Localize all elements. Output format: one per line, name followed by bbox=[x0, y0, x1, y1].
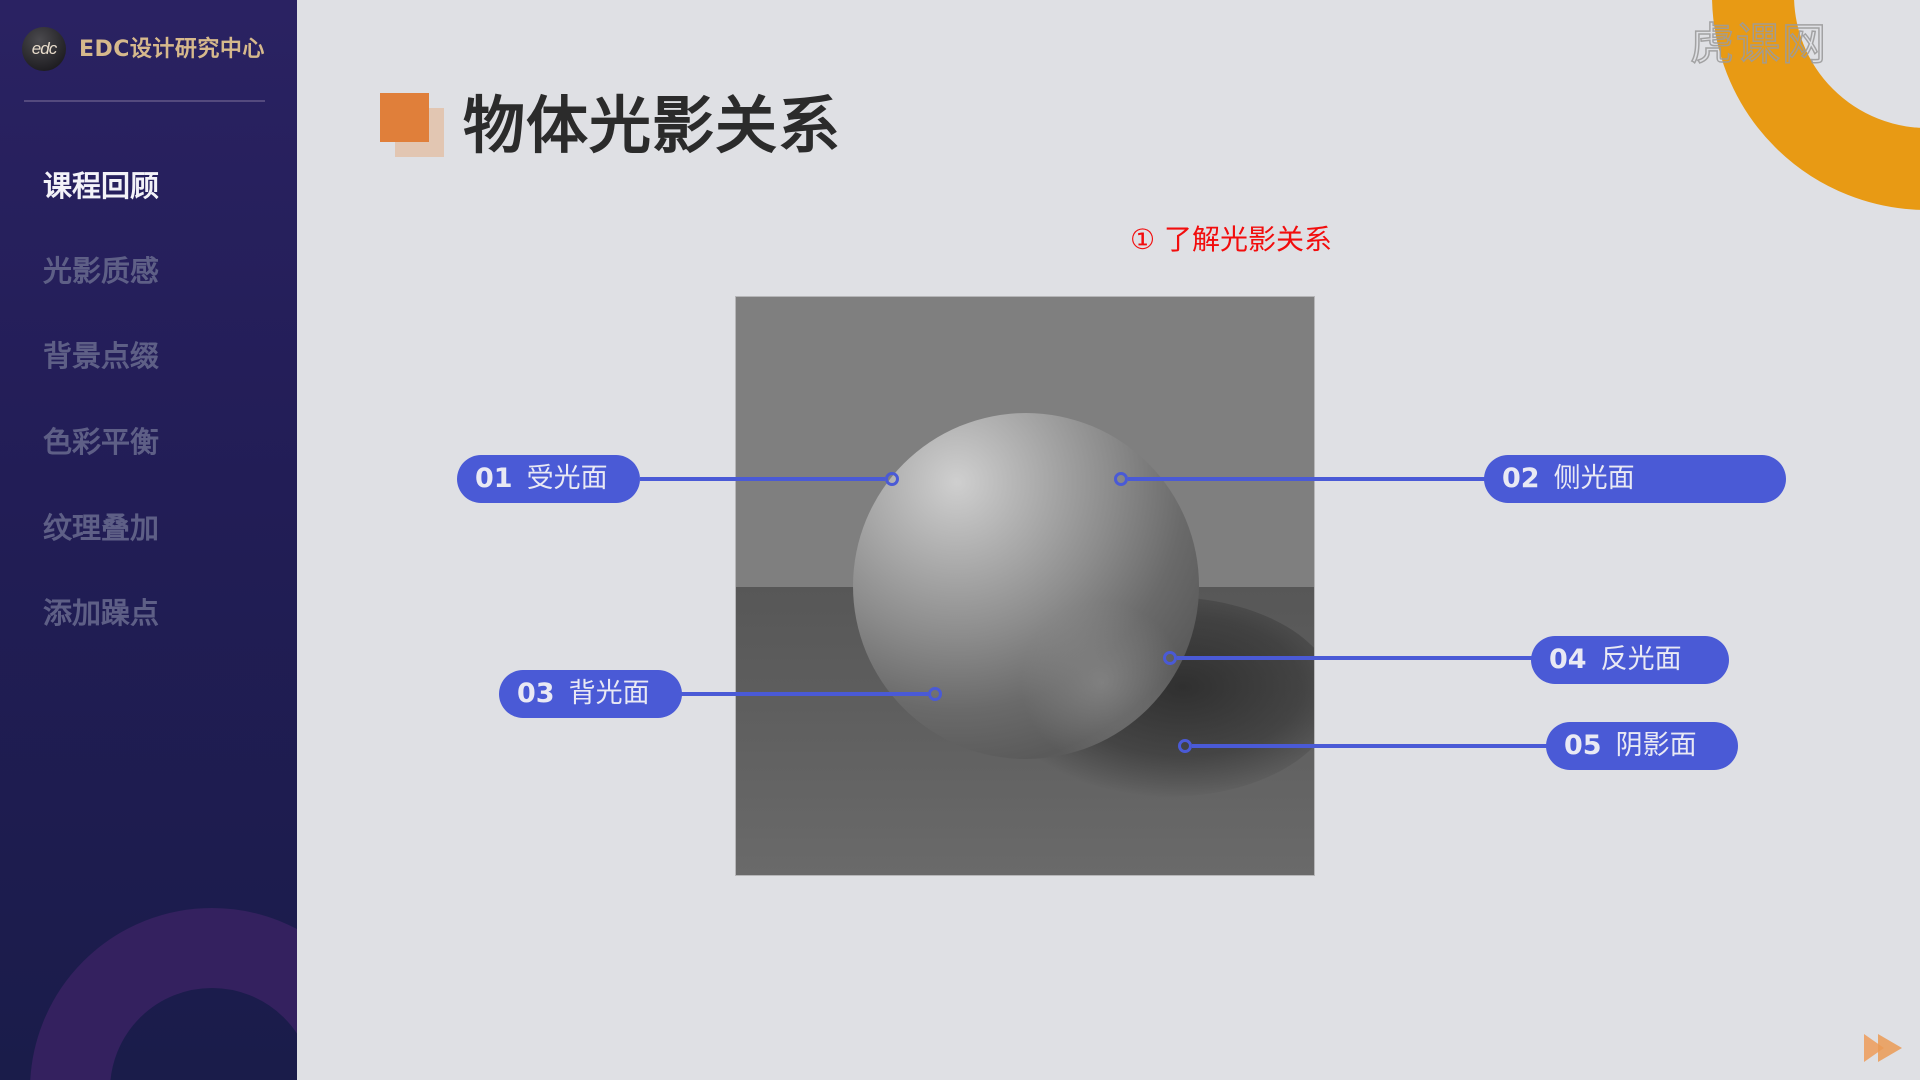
sidebar-item-course-review[interactable]: 课程回顾 bbox=[43, 169, 160, 203]
fast-forward-icon[interactable] bbox=[1862, 1032, 1906, 1064]
callout-lit-surface[interactable]: 01 受光面 bbox=[457, 455, 640, 503]
section-subtitle: ① 了解光影关系 bbox=[1130, 223, 1333, 256]
callout-number: 04 bbox=[1549, 644, 1587, 675]
leader-line-02 bbox=[1128, 477, 1488, 481]
sidebar-divider bbox=[24, 100, 265, 102]
leader-line-04 bbox=[1177, 656, 1533, 660]
callout-number: 03 bbox=[517, 678, 555, 709]
sidebar-item-texture-overlay[interactable]: 纹理叠加 bbox=[43, 511, 160, 545]
leader-line-03 bbox=[680, 692, 928, 696]
callout-label: 反光面 bbox=[1600, 644, 1682, 675]
marker-dot-03 bbox=[928, 687, 942, 701]
marker-dot-01 bbox=[885, 472, 899, 486]
callout-number: 02 bbox=[1502, 463, 1540, 494]
callout-back-light-surface[interactable]: 03 背光面 bbox=[499, 670, 682, 718]
leader-line-05 bbox=[1192, 744, 1548, 748]
callout-label: 背光面 bbox=[568, 678, 650, 709]
edc-logo-icon: edc bbox=[22, 27, 66, 71]
marker-dot-02 bbox=[1114, 472, 1128, 486]
sphere-illustration bbox=[735, 296, 1315, 876]
callout-number: 05 bbox=[1564, 730, 1602, 761]
page-title: 物体光影关系 bbox=[463, 89, 842, 162]
callout-label: 阴影面 bbox=[1615, 730, 1697, 761]
callout-side-light-surface[interactable]: 02 侧光面 bbox=[1484, 455, 1786, 503]
sidebar-item-add-noise[interactable]: 添加躁点 bbox=[43, 596, 160, 630]
sidebar-item-color-balance[interactable]: 色彩平衡 bbox=[43, 425, 160, 459]
decorative-ring bbox=[30, 908, 297, 1080]
callout-label: 受光面 bbox=[526, 463, 608, 494]
callout-number: 01 bbox=[475, 463, 513, 494]
watermark: 虎课网 bbox=[1689, 18, 1828, 71]
title-accent-square bbox=[380, 93, 429, 142]
leader-line-01 bbox=[640, 477, 885, 481]
sidebar-item-light-texture[interactable]: 光影质感 bbox=[43, 254, 160, 288]
sidebar: edc EDC设计研究中心 课程回顾 光影质感 背景点缀 色彩平衡 纹理叠加 添… bbox=[0, 0, 297, 1080]
callout-label: 侧光面 bbox=[1553, 463, 1635, 494]
callout-shadow-surface[interactable]: 05 阴影面 bbox=[1546, 722, 1738, 770]
marker-dot-05 bbox=[1178, 739, 1192, 753]
marker-dot-04 bbox=[1163, 651, 1177, 665]
callout-reflected-light-surface[interactable]: 04 反光面 bbox=[1531, 636, 1729, 684]
brand-name: EDC设计研究中心 bbox=[79, 37, 265, 62]
sidebar-item-background-decoration[interactable]: 背景点缀 bbox=[43, 339, 160, 373]
sphere bbox=[853, 413, 1199, 759]
